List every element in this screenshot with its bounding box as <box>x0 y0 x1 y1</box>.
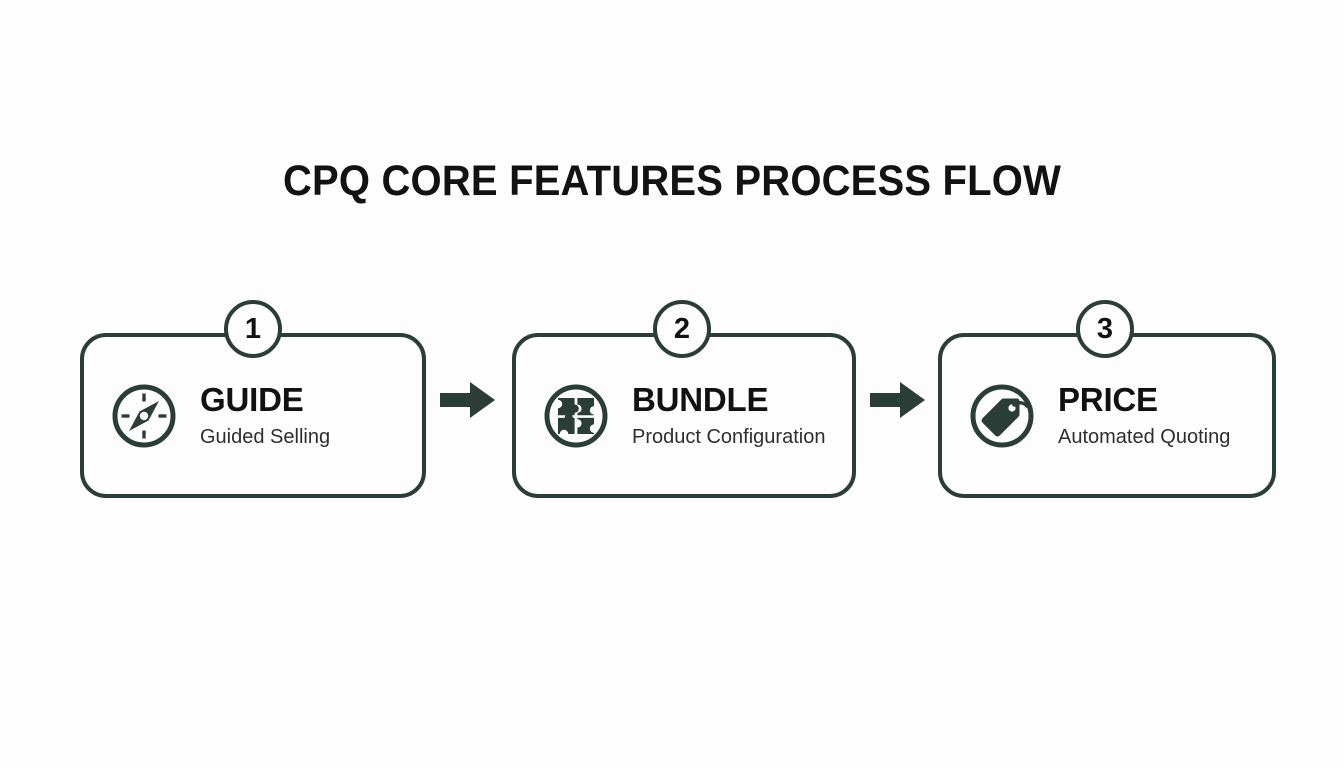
step-subtitle: Guided Selling <box>200 426 331 449</box>
step-card-text: GUIDE Guided Selling <box>200 380 331 449</box>
step-title: PRICE <box>1058 380 1158 418</box>
step-number-badge-2: 2 <box>653 300 711 358</box>
step-card-content: PRICE Automated Quoting <box>942 337 1272 494</box>
step-card-content: BUNDLE Product Configuration <box>516 337 852 494</box>
step-card-content: GUIDE Guided Selling <box>84 337 422 494</box>
step-card-guide[interactable]: GUIDE Guided Selling <box>80 333 426 498</box>
step-number-badge-3: 3 <box>1076 300 1134 358</box>
step-subtitle: Automated Quoting <box>1058 426 1231 449</box>
compass-icon <box>112 384 176 447</box>
arrow-right-icon <box>440 382 495 418</box>
step-title: BUNDLE <box>632 380 769 418</box>
step-number-badge-1: 1 <box>224 300 282 358</box>
step-subtitle: Product Configuration <box>632 426 826 449</box>
price-tag-icon <box>970 384 1034 447</box>
step-card-price[interactable]: PRICE Automated Quoting <box>938 333 1276 498</box>
step-card-text: PRICE Automated Quoting <box>1058 380 1231 449</box>
page-title: CPQ CORE FEATURES PROCESS FLOW <box>282 157 1062 205</box>
step-card-text: BUNDLE Product Configuration <box>632 380 826 449</box>
puzzle-piece-icon <box>544 384 608 447</box>
process-flow: GUIDE Guided Selling 1 <box>80 300 1276 500</box>
arrow-right-icon <box>870 382 925 418</box>
step-title: GUIDE <box>200 380 304 418</box>
